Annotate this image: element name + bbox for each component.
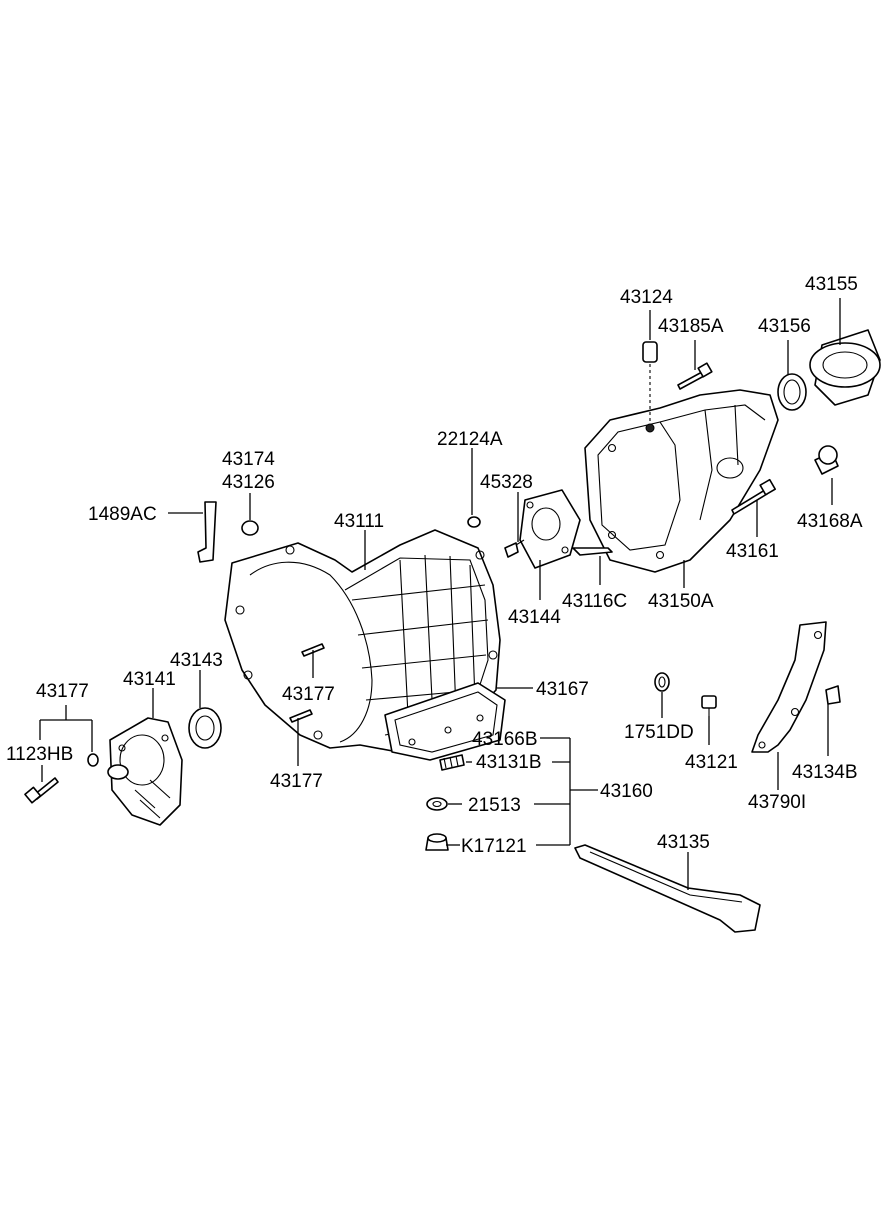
label-43131B[interactable]: 43131B (476, 752, 542, 773)
bracket-43790I[interactable] (751, 621, 827, 753)
pin-22124A[interactable] (467, 516, 481, 528)
label-43150A[interactable]: 43150A (648, 591, 714, 612)
breather-43124[interactable] (642, 341, 658, 433)
label-1489AC[interactable]: 1489AC (88, 504, 157, 525)
label-43790I[interactable]: 43790I (748, 792, 806, 813)
label-43126[interactable]: 43126 (222, 472, 275, 493)
label-45328[interactable]: 45328 (480, 472, 533, 493)
label-43168A[interactable]: 43168A (797, 511, 863, 532)
extension-housing-43150A[interactable] (584, 389, 779, 573)
leader-lines (39, 298, 841, 890)
label-43185A[interactable]: 43185A (658, 316, 724, 337)
label-43121[interactable]: 43121 (685, 752, 738, 773)
seal-43174-43126[interactable] (241, 520, 259, 536)
bolt-43121[interactable] (701, 695, 717, 716)
dust-cover-43155[interactable] (809, 329, 881, 406)
plug-43168A[interactable] (814, 445, 839, 475)
label-43141[interactable]: 43141 (123, 669, 176, 690)
label-43177-c[interactable]: 43177 (270, 771, 323, 792)
label-43116C[interactable]: 43116C (562, 591, 627, 612)
washer-1751DD[interactable] (654, 672, 670, 692)
label-43135[interactable]: 43135 (657, 832, 710, 853)
label-43177-a[interactable]: 43177 (36, 681, 89, 702)
shift-rod-43116C[interactable] (572, 547, 613, 556)
label-43166B[interactable]: 43166B (472, 729, 538, 750)
label-43155[interactable]: 43155 (805, 274, 858, 295)
washer-21513[interactable] (426, 797, 448, 811)
clip-43134B[interactable] (825, 685, 841, 705)
label-K17121[interactable]: K17121 (461, 836, 527, 857)
oil-pan-43167[interactable] (384, 682, 506, 761)
part-labels: 43124 43185A 43156 43155 22124A 43174 43… (6, 274, 863, 857)
oil-seal-43143[interactable] (188, 707, 222, 749)
label-43174[interactable]: 43174 (222, 449, 275, 470)
label-43177-b[interactable]: 43177 (282, 684, 335, 705)
label-43144[interactable]: 43144 (508, 607, 561, 628)
label-43143[interactable]: 43143 (170, 650, 223, 671)
label-21513[interactable]: 21513 (468, 795, 521, 816)
label-43156[interactable]: 43156 (758, 316, 811, 337)
guide-plate-43135[interactable] (574, 844, 761, 933)
dowel-pin-43177-lower[interactable] (289, 709, 313, 723)
clip-1489AC[interactable] (197, 501, 217, 563)
washer-43177[interactable] (87, 753, 99, 767)
drain-plug-K17121[interactable] (425, 833, 449, 851)
label-43124[interactable]: 43124 (620, 287, 673, 308)
label-43134B[interactable]: 43134B (792, 762, 858, 783)
label-43111[interactable]: 43111 (334, 511, 384, 532)
label-22124A[interactable]: 22124A (437, 429, 503, 450)
bolt-45328[interactable] (504, 539, 525, 558)
bolt-43161[interactable] (731, 478, 776, 515)
oil-pump-43141[interactable] (107, 717, 183, 826)
label-1123HB[interactable]: 1123HB (6, 744, 73, 765)
label-43167[interactable]: 43167 (536, 679, 589, 700)
oil-seal-43156[interactable] (777, 373, 807, 411)
label-43160[interactable]: 43160 (600, 781, 653, 802)
bolt-43185A[interactable] (677, 362, 713, 390)
label-1751DD[interactable]: 1751DD (624, 722, 694, 743)
bolt-1123HB[interactable] (24, 777, 59, 804)
gasket-43144[interactable] (519, 489, 581, 569)
label-43161[interactable]: 43161 (726, 541, 779, 562)
strainer-43131B[interactable] (439, 754, 465, 771)
